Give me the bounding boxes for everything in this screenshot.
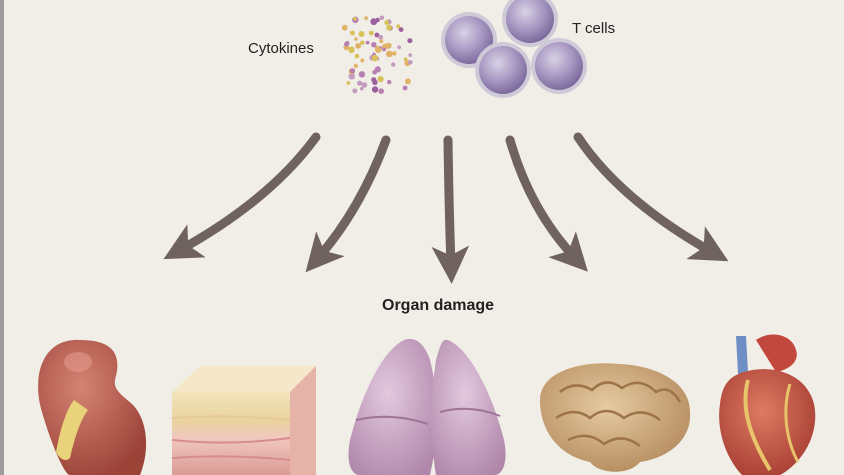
- heart-icon: [719, 334, 816, 475]
- cytokine-particle: [385, 42, 392, 49]
- frame-edge: [0, 0, 4, 475]
- cytokine-particle: [386, 50, 393, 58]
- cytokine-particle: [354, 53, 360, 59]
- cytokine-particle: [392, 51, 397, 56]
- cytokine-particle: [387, 79, 392, 85]
- cytokine-particle: [352, 88, 358, 94]
- cytokine-particle: [344, 41, 350, 47]
- cytokine-particle: [374, 66, 381, 73]
- cytokine-particle: [341, 24, 348, 31]
- t-cell: [475, 42, 531, 98]
- arrow-heart: [573, 132, 729, 262]
- cytokine-particle: [368, 30, 374, 36]
- cytokine-particle: [353, 63, 359, 69]
- cytokine-particle: [407, 38, 413, 44]
- cytokine-particle: [372, 79, 378, 86]
- cytokine-particle: [379, 15, 385, 21]
- cytokine-particle: [370, 18, 378, 26]
- arrow-brain: [505, 135, 588, 272]
- cytokines-label: Cytokines: [248, 40, 314, 57]
- arrow-skin: [305, 135, 391, 273]
- cytokine-particle: [371, 86, 379, 93]
- cytokine-particle: [354, 37, 358, 41]
- cytokine-particle: [361, 82, 368, 88]
- cytokine-particle: [396, 24, 401, 29]
- cytokine-particle: [371, 42, 377, 48]
- cytokine-particle: [365, 40, 370, 45]
- cytokine-particle: [358, 71, 366, 78]
- cytokine-particle: [398, 27, 404, 32]
- cytokine-particle: [386, 24, 392, 31]
- cytokine-particle: [377, 76, 384, 83]
- cytokine-particle: [374, 32, 380, 38]
- cytokine-particle: [408, 53, 413, 57]
- cytokine-particle: [358, 31, 365, 37]
- cytokine-particle: [384, 20, 390, 25]
- cytokine-particle: [397, 45, 402, 50]
- skin-block-icon: [171, 366, 316, 475]
- cytokine-particle: [404, 78, 411, 85]
- t-cell: [502, 0, 558, 47]
- cytokine-particle: [379, 39, 384, 44]
- arrow-lungs: [431, 135, 470, 284]
- cytokine-particle: [378, 34, 383, 40]
- cytokine-particle: [355, 43, 361, 49]
- cytokine-particle: [346, 81, 351, 85]
- cytokine-particle: [357, 80, 363, 86]
- kidney-icon: [38, 339, 147, 475]
- cytokine-particle: [348, 46, 355, 54]
- cytokine-particle: [364, 16, 368, 20]
- t-cells-label: T cells: [572, 20, 616, 37]
- t-cell: [531, 38, 587, 94]
- cytokine-particle: [360, 40, 365, 46]
- cytokine-particle: [360, 58, 365, 63]
- cytokine-particle: [382, 47, 386, 52]
- cytokine-particle: [350, 30, 355, 36]
- cytokine-particle: [352, 16, 357, 21]
- t-cells-cluster: [441, 0, 587, 98]
- cytokine-particle: [378, 88, 385, 94]
- cytokine-particle: [402, 85, 408, 91]
- cytokine-particle: [375, 46, 382, 53]
- organ-damage-label: Organ damage: [382, 297, 495, 314]
- cytokine-particle: [348, 73, 355, 80]
- cytokine-particle: [371, 54, 379, 62]
- cytokine-particle: [391, 62, 396, 67]
- arrow-kidney: [163, 132, 321, 260]
- cytokine-particle: [349, 68, 356, 74]
- cytokine-particle: [359, 86, 364, 91]
- cytokine-particles: [341, 15, 413, 94]
- lungs-icon: [348, 338, 506, 475]
- cytokine-particle: [408, 60, 413, 65]
- brain-icon: [540, 363, 691, 472]
- arrows: [163, 132, 729, 284]
